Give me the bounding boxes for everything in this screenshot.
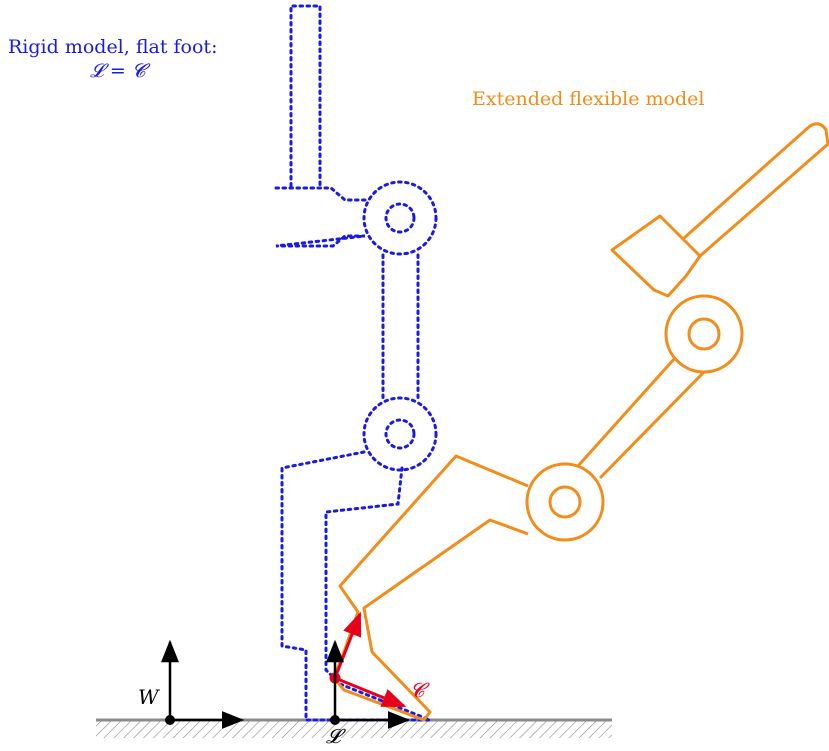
rigid-thigh <box>381 253 420 402</box>
flexible-hip-joint <box>664 294 744 374</box>
rigid-model-title: Rigid model, flat foot: <box>8 36 218 58</box>
contact-vector-up <box>333 611 362 679</box>
world-frame-label: W <box>138 685 159 709</box>
link-origin <box>330 715 340 725</box>
rigid-hip-block <box>274 186 367 248</box>
rigid-model-equation: 𝓛 = 𝓒 <box>90 60 146 82</box>
flexible-hip-joint-inner <box>687 317 721 351</box>
rigid-hip-joint-inner <box>384 202 416 234</box>
world-frame <box>161 639 245 729</box>
flexible-hip-block <box>610 214 702 298</box>
flexible-model-title: Extended flexible model <box>472 88 705 110</box>
flexible-thigh <box>576 356 706 480</box>
rigid-upper-column <box>289 4 322 188</box>
world-origin <box>165 715 175 725</box>
link-frame-label: 𝓛 <box>326 724 341 748</box>
flexible-upper-link <box>683 122 829 258</box>
link-frame <box>326 639 411 729</box>
rigid-model <box>274 4 438 722</box>
rigid-knee-joint <box>362 396 438 472</box>
rigid-shank <box>280 450 431 722</box>
flexible-knee-joint-inner <box>548 485 582 519</box>
flexible-model <box>332 122 829 722</box>
contact-vector-side <box>334 676 407 708</box>
flexible-shank <box>332 454 529 722</box>
rigid-hip-joint <box>362 180 438 256</box>
rigid-knee-joint-inner <box>384 418 416 450</box>
contact-frame-label: 𝓒 <box>410 678 425 702</box>
flexible-knee-joint <box>525 462 605 542</box>
contact-frame <box>329 611 407 708</box>
